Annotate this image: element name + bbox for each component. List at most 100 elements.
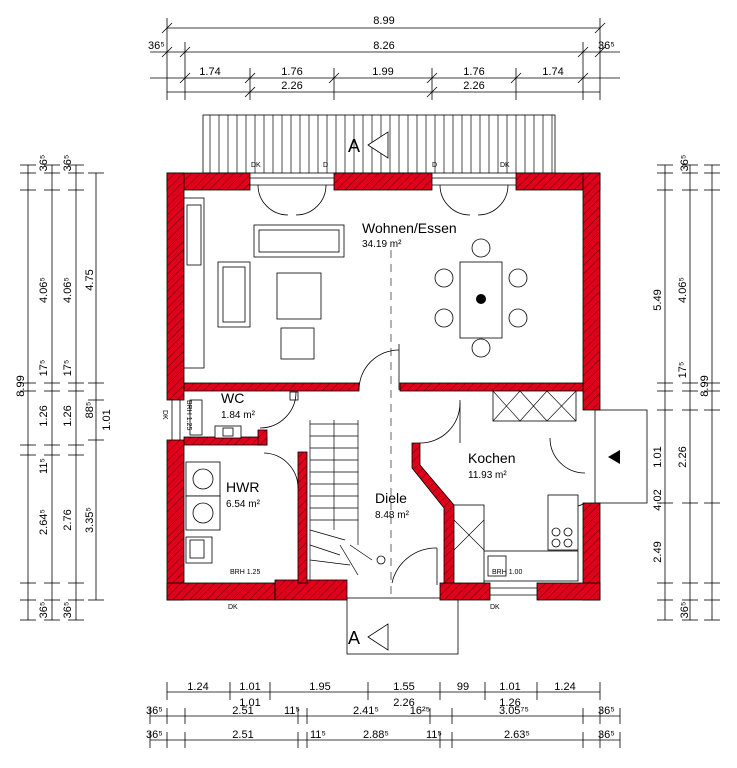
label-d: D: [432, 162, 437, 169]
room-name-kochen: Kochen: [468, 450, 515, 466]
dim-bottom: 1.24: [554, 681, 575, 693]
dim-bottom-sub: 2.26: [393, 697, 414, 709]
dim-left: 1.01: [101, 409, 113, 430]
bottom-dimensions: 1.24 1.01 1.95 1.55 99 1.01 1.24 1.01 2.…: [146, 681, 621, 748]
stair-step: [339, 544, 359, 576]
room-name-diele: Diele: [375, 490, 407, 506]
dim-left: 36⁵: [38, 602, 50, 619]
dim-left: 8.99: [15, 375, 27, 396]
dim-right: 8.99: [699, 375, 711, 396]
dim-left: 1.26: [38, 405, 50, 426]
dim-left: 36⁵: [38, 155, 50, 172]
room-name-hwr: HWR: [226, 479, 259, 495]
dim-top-side-left: 36⁵: [148, 40, 165, 52]
dim-left: 36⁵: [62, 602, 74, 619]
dim-left: 2.76: [62, 509, 74, 530]
dim-right: 4.02: [652, 489, 664, 510]
dim-bottom-side: 36⁵: [146, 729, 163, 741]
dim-bottom-side: 36⁵: [598, 729, 615, 741]
section-marker-a: A: [348, 628, 360, 648]
label-kochen-brh: BRH 1.00: [492, 569, 522, 576]
dim-top-sub: 2.26: [463, 80, 484, 92]
room-area-kochen: 11.93 m²: [468, 470, 507, 481]
dim-bottom: 2.51: [232, 705, 253, 717]
dim-top-overall: 8.99: [373, 15, 394, 27]
section-arrow-icon: [367, 623, 389, 651]
walls: [166, 172, 601, 601]
dim-left: 36⁵: [62, 155, 74, 172]
dim-bottom: 11⁵: [284, 705, 300, 717]
dim-bottom: 2.51: [232, 729, 253, 741]
room-area-wc: 1.84 m²: [221, 410, 256, 421]
section-marker-a: A: [348, 136, 360, 156]
dim-bottom: 11⁵: [426, 729, 442, 741]
label-wc-brh: BRH 1.25: [185, 400, 192, 430]
label-hwr-brh: BRH 1.25: [230, 569, 260, 576]
dim-bottom-side: 36⁵: [598, 705, 615, 717]
label-dk: DK: [500, 162, 510, 169]
stair-step: [309, 544, 341, 556]
room-area-diele: 8.48 m²: [375, 510, 410, 521]
dim-top-seg: 1.76: [463, 66, 484, 78]
section-arrow-icon: [367, 131, 389, 159]
dim-left: 11⁵: [38, 458, 50, 474]
dim-bottom: 11⁵: [310, 729, 326, 741]
balcony-arrow-icon: [608, 450, 620, 464]
dim-bottom-sub: 1.01: [239, 697, 260, 709]
entrance-porch: [346, 597, 459, 655]
dim-bottom: 2.88⁵: [363, 729, 389, 741]
dim-right: 36⁵: [679, 155, 691, 172]
room-area-wohnen: 34.19 m²: [362, 239, 402, 250]
dim-top-seg: 1.99: [372, 66, 393, 78]
dim-left: 2.64⁵: [38, 509, 50, 535]
dim-left: 88⁵: [84, 402, 96, 419]
dim-bottom: 3.05⁷⁵: [499, 705, 529, 717]
dim-bottom: 1.01: [239, 681, 260, 693]
dim-left: 17⁵: [38, 360, 50, 377]
dim-left: 4.06⁵: [62, 277, 74, 303]
room-name-wc: WC: [221, 390, 244, 406]
dim-left: 4.75: [84, 269, 96, 290]
dim-right: 2.49: [652, 541, 664, 562]
stair-step: [349, 544, 373, 561]
dim-top-side-right: 36⁵: [598, 40, 615, 52]
dim-top-inner: 8.26: [373, 40, 394, 52]
dim-left: 1.26: [62, 405, 74, 426]
dim-bottom: 1.24: [187, 681, 208, 693]
left-dimensions: 8.99 36⁵ 4.06⁵ 17⁵ 1.26 11⁵ 2.64⁵ 36⁵ 36…: [15, 155, 113, 621]
dim-bottom: 2.41⁵: [353, 705, 379, 717]
openings: [171, 177, 586, 596]
dim-right: 17⁵: [677, 362, 689, 379]
dim-bottom-side: 36⁵: [146, 705, 163, 717]
dim-top-seg: 1.74: [199, 66, 220, 78]
label-dk: DK: [490, 604, 500, 611]
dim-bottom: 1.55: [393, 681, 414, 693]
dim-bottom: 2.63⁵: [504, 729, 530, 741]
dim-bottom: 1.95: [309, 681, 330, 693]
dim-left: 3.35⁵: [84, 507, 96, 533]
dim-right: 5.49: [652, 289, 664, 310]
dim-top-sub: 2.26: [281, 80, 302, 92]
dim-bottom: 99: [457, 681, 469, 693]
dim-right: 4.06⁵: [677, 277, 689, 303]
dim-bottom: 1.01: [499, 681, 520, 693]
stair-step: [309, 559, 351, 566]
dim-right: 2.26: [677, 446, 689, 467]
top-dimensions: 8.99 8.26 36⁵ 36⁵ 1.74 1.76 1.99 1.76 1.…: [148, 15, 620, 100]
dim-left: 17⁵: [62, 360, 74, 377]
label-dk: DK: [228, 604, 238, 611]
dim-right: 1.01: [652, 446, 664, 467]
dim-bottom-sub: 1.26: [499, 697, 520, 709]
dim-top-seg: 1.74: [542, 66, 563, 78]
label-dk: DK: [161, 410, 168, 420]
room-area-hwr: 6.54 m²: [226, 499, 261, 510]
dim-top-seg: 1.76: [281, 66, 302, 78]
room-name-wohnen: Wohnen/Essen: [362, 220, 457, 236]
dim-bottom: 16²⁵: [410, 705, 430, 717]
dim-right: 36⁵: [679, 602, 691, 619]
dim-left: 4.06⁵: [38, 277, 50, 303]
label-dk: DK: [251, 162, 261, 169]
label-d: D: [323, 162, 328, 169]
kitchen-balcony: [594, 409, 648, 504]
